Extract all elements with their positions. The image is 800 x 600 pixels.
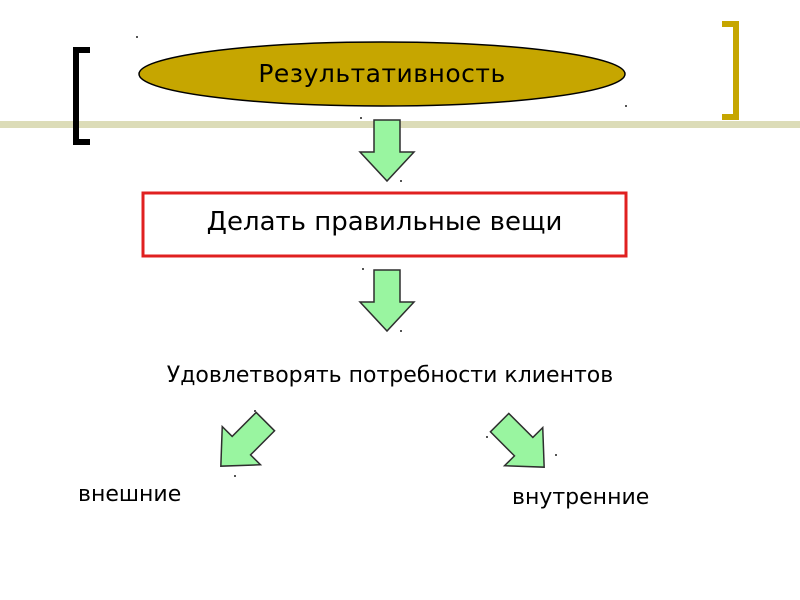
principle-box-label: Делать правильные вещи [206,206,563,237]
diagonal-arrow-right [489,412,545,468]
result-ellipse [138,41,626,107]
diagonal-arrow-left [220,411,276,467]
external-customers-label: внешние [78,482,182,507]
left-bracket [73,47,90,145]
down-arrow-1 [358,119,416,183]
down-arrow-2 [358,269,416,333]
principle-box [141,191,628,258]
right-bracket [722,21,739,120]
customer-needs-label: Удовлетворять потребности клиентов [166,362,614,388]
decorative-dots [136,36,627,477]
result-ellipse-label: Результативность [258,58,506,88]
internal-customers-label: внутренние [512,485,650,510]
